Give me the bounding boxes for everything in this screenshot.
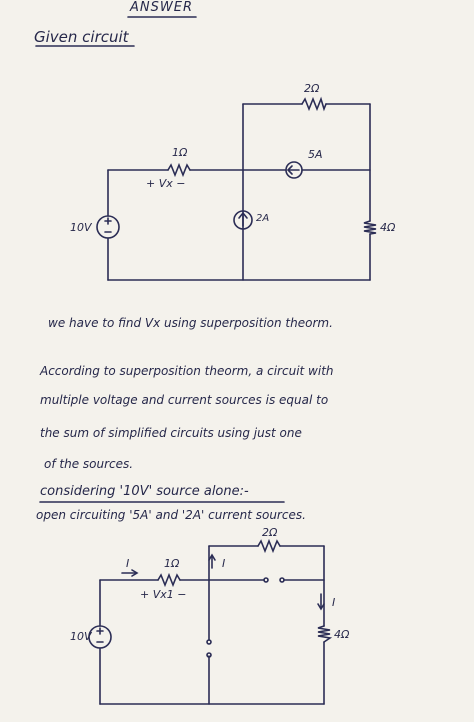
circuit2-label-r-top: 2Ω (262, 526, 278, 539)
circuit2-wires (99, 545, 325, 705)
circuit1-current-source-5a (285, 161, 303, 179)
circuit2-label-current-right: I (332, 596, 336, 609)
open-terminal-bottom (206, 652, 212, 658)
text-line-3: multiple voltage and current sources is … (40, 393, 329, 407)
text-line-5: of the sources. (44, 457, 134, 471)
text-line-1: we have to find Vx using superposition t… (48, 316, 333, 330)
page-title: ANSWER (130, 0, 193, 15)
page-subtitle: Given circuit (34, 28, 129, 46)
circuit2-resistor-4ohm (317, 625, 333, 643)
circuit1-label-r-right: 4Ω (380, 221, 396, 234)
circuit1-label-src-top: 5A (308, 148, 323, 161)
circuit2-label-v-src: 10V (70, 630, 92, 643)
open-terminal-left (263, 577, 269, 583)
circuit1-voltage-source (96, 215, 120, 239)
open-terminal-right (279, 577, 285, 583)
circuit2-resistor-1ohm (157, 572, 181, 588)
section-heading: considering '10V' source alone:- (40, 484, 249, 499)
circuit1-current-source-2a (233, 210, 253, 230)
circuit2-label-r-left: 1Ω (164, 557, 180, 570)
circuit2-voltage-source (88, 625, 112, 649)
text-line-2: According to superposition theorm, a cir… (40, 364, 334, 378)
circuit1-wires (107, 103, 371, 281)
circuit1-resistor-4ohm (363, 220, 377, 235)
text-line-6: open circuiting '5A' and '2A' current so… (36, 508, 306, 522)
circuit1-label-vx: + Vx − (146, 177, 186, 190)
circuit1-label-r-left: 1Ω (172, 146, 188, 159)
circuit2-label-current-mid: I (222, 557, 226, 570)
text-line-4: the sum of simplified circuits using jus… (40, 426, 302, 440)
open-terminal-top (206, 639, 212, 645)
circuit2-label-r-right: 4Ω (334, 628, 350, 641)
circuit2-resistor-2ohm (257, 538, 281, 554)
circuit2-label-current-left: I (126, 557, 130, 570)
circuit1-resistor-1ohm (167, 162, 191, 178)
circuit2-label-vx1: + Vx1 − (140, 588, 187, 601)
circuit1-label-v-src: 10V (70, 221, 92, 234)
circuit1-resistor-2ohm (301, 96, 327, 112)
circuit1-label-src-mid: 2A (256, 213, 270, 224)
circuit1-label-r-top: 2Ω (304, 82, 320, 95)
